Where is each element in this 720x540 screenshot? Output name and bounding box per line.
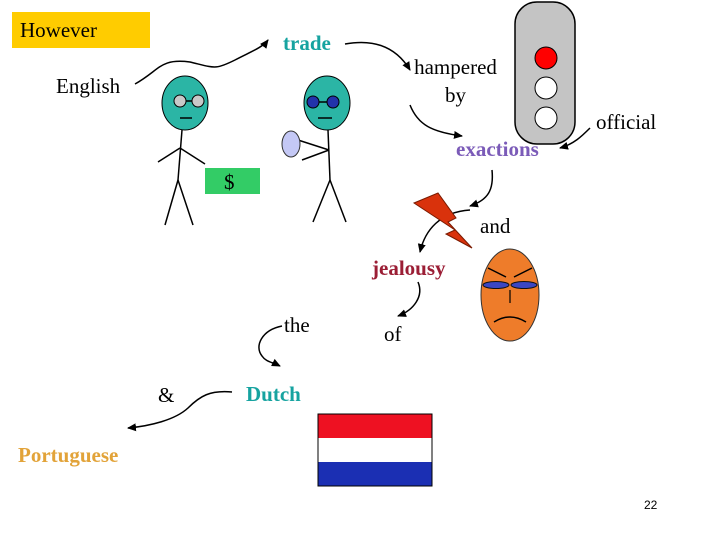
dutch-flag-icon — [317, 413, 433, 487]
arrow-trade-to-hampered — [344, 41, 411, 71]
arrow-ampersand-to-portuguese — [127, 390, 233, 432]
of-text: of — [384, 322, 402, 346]
stick-figure-right-icon — [297, 75, 351, 223]
arrow-and-to-jealousy — [417, 209, 471, 253]
official-text: official — [596, 110, 657, 134]
however-highlight — [12, 12, 150, 48]
ampersand-text: & — [158, 383, 175, 407]
bribe-hand-icon — [281, 130, 301, 158]
trade-text: trade — [283, 31, 331, 55]
english-text: English — [56, 74, 121, 98]
exactions-text: exactions — [456, 137, 539, 161]
arrow-exactions-to-and — [469, 169, 494, 208]
arrow-jealousy-to-of — [397, 281, 421, 317]
hampered-by-text: hampered by — [414, 55, 497, 107]
arrow-hampered-to-exactions — [409, 104, 463, 139]
traffic-light-icon — [514, 1, 576, 145]
however-text: However — [20, 18, 97, 42]
and-text: and — [480, 214, 511, 238]
money-text: $ — [224, 170, 235, 194]
money-highlight — [205, 168, 260, 194]
arrow-official-to-exactions — [559, 127, 591, 150]
stick-figure-left-icon — [157, 75, 209, 226]
page-number: 22 — [644, 498, 658, 512]
the-text: the — [284, 313, 310, 337]
jealousy-text: jealousy — [372, 256, 446, 280]
angry-face-icon — [480, 248, 540, 342]
portuguese-text: Portuguese — [18, 443, 119, 467]
arrow-english-to-trade — [134, 39, 269, 85]
arrow-the-to-dutch — [258, 325, 283, 367]
dutch-text: Dutch — [246, 382, 301, 406]
lightning-bolt-icon — [412, 192, 473, 249]
